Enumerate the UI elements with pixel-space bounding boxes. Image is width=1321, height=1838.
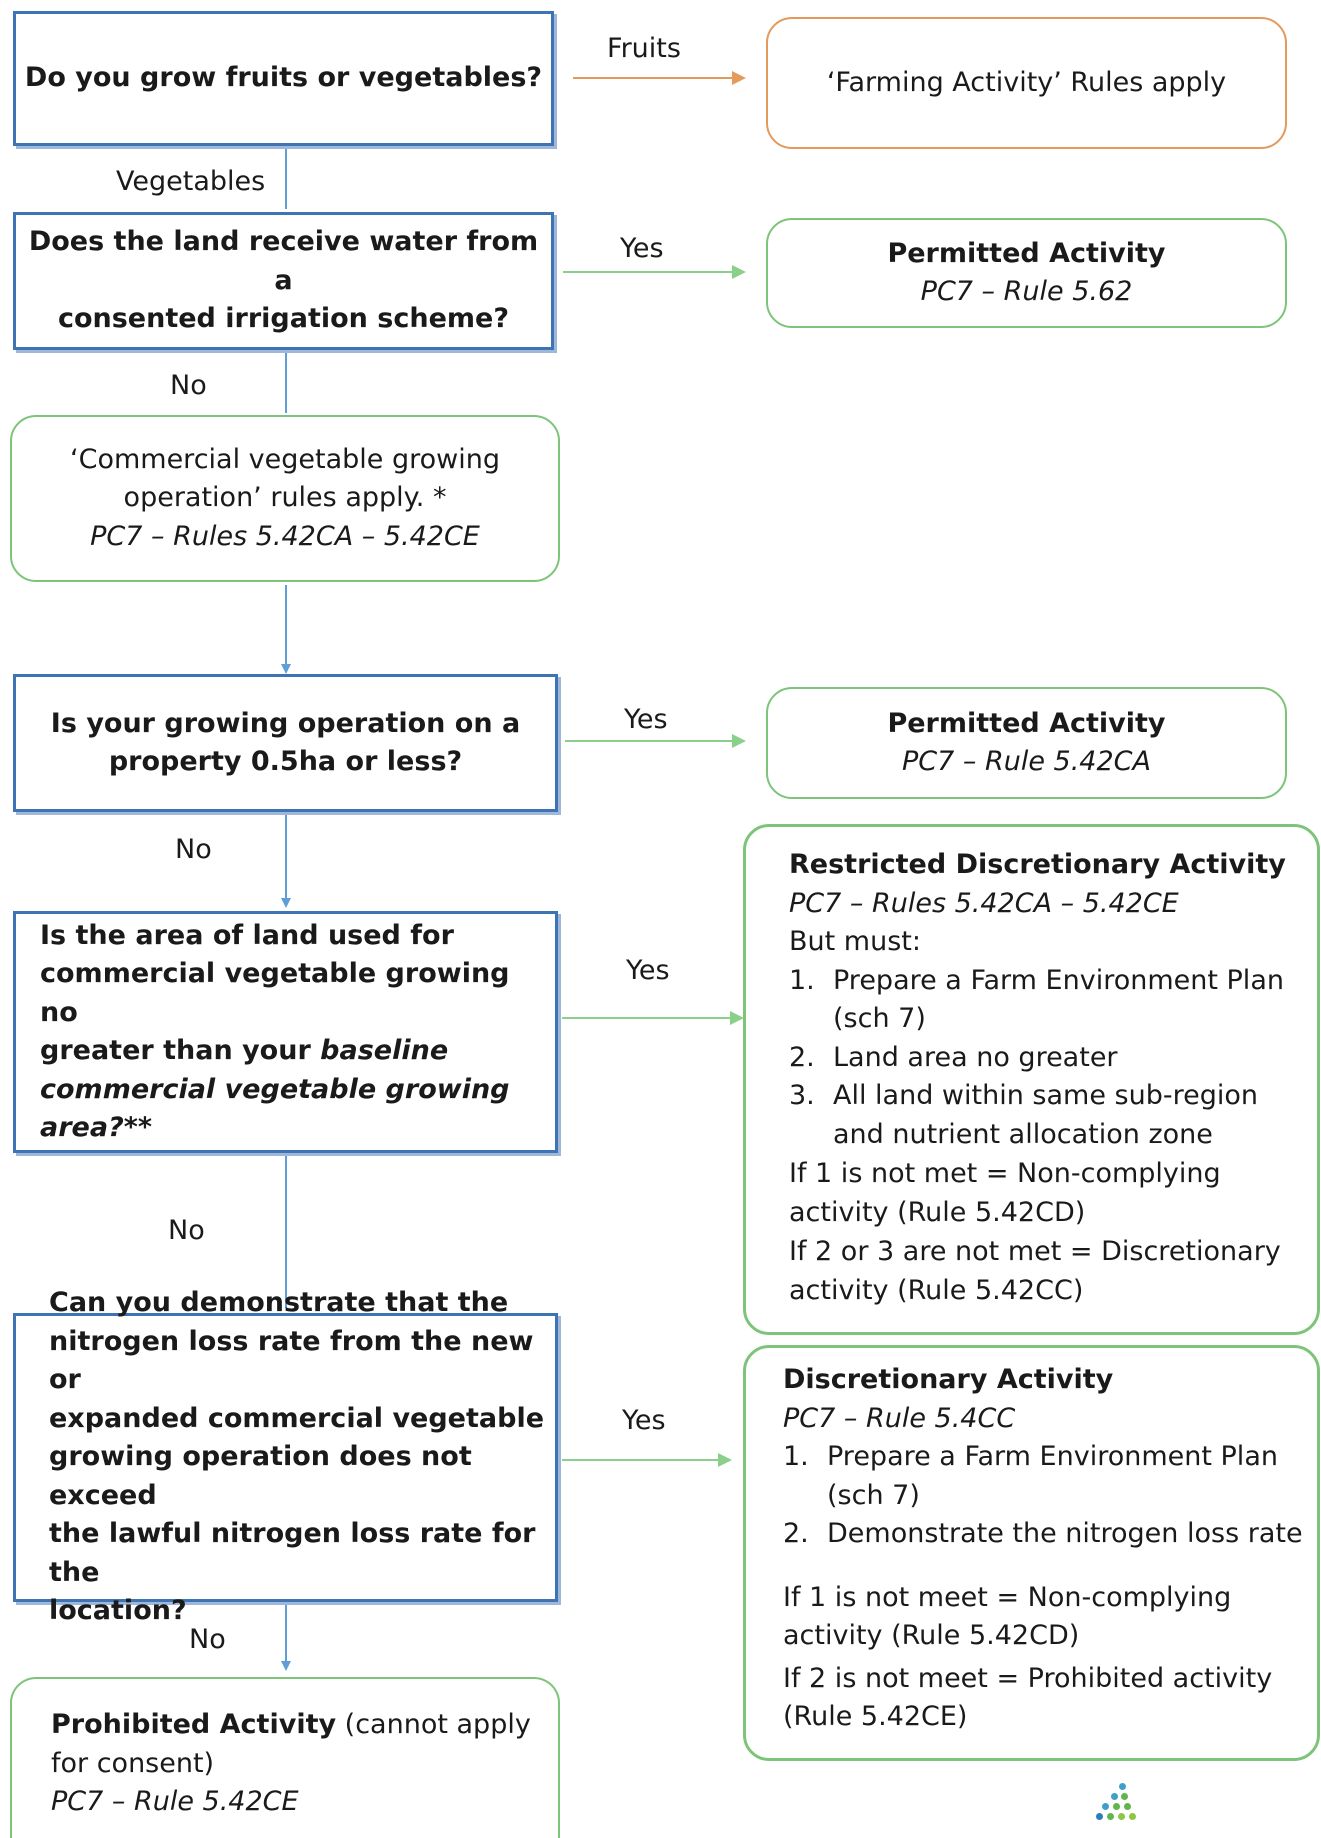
- question-line: area?**: [40, 1112, 152, 1143]
- requirement-item: 3. All land within same sub-region and n…: [789, 1077, 1305, 1154]
- requirement-number: 2.: [789, 1041, 815, 1073]
- outcome-title: Permitted Activity: [887, 237, 1166, 269]
- requirement-number: 1.: [789, 964, 815, 996]
- commercial-rule: PC7 – Rules 5.42CA – 5.42CE: [90, 520, 480, 552]
- question-fruits-or-vegetables: Do you grow fruits or vegetables?: [13, 11, 554, 146]
- note-line: activity (Rule 5.42CD): [789, 1196, 1086, 1228]
- requirement-number: 3.: [789, 1080, 815, 1111]
- q4-yes-label: Yes: [626, 955, 670, 986]
- q3-yes-label: Yes: [624, 704, 668, 735]
- requirement-number: 2.: [783, 1518, 809, 1549]
- q5-yes-label: Yes: [622, 1405, 666, 1436]
- requirement-line: Prepare a Farm Environment Plan: [827, 1441, 1278, 1472]
- question-irrigation-scheme: Does the land receive water from a conse…: [13, 212, 554, 350]
- question-nitrogen-loss: Can you demonstrate that the nitrogen lo…: [13, 1287, 558, 1626]
- requirement-item: 2. Demonstrate the nitrogen loss rate: [783, 1515, 1305, 1554]
- q4-no-label: No: [168, 1215, 205, 1246]
- note-line: activity (Rule 5.42CC): [789, 1274, 1084, 1306]
- question-line: commercial vegetable growing: [40, 1073, 510, 1105]
- question-line: expanded commercial vegetable: [49, 1402, 545, 1434]
- question-line: Is your growing operation on a: [50, 707, 521, 739]
- question-line: property 0.5ha or less?: [108, 746, 463, 777]
- question-line: growing operation does not exceed: [49, 1441, 472, 1511]
- note-line: (Rule 5.42CE): [783, 1701, 968, 1732]
- farming-activity-text: ‘Farming Activity’ Rules apply: [826, 66, 1227, 98]
- question-line-baseline: greater than your baseline: [40, 1032, 555, 1071]
- outcome-rule: PC7 – Rule 5.42CA: [902, 746, 1151, 777]
- vegetables-label: Vegetables: [116, 166, 266, 197]
- q5-no-label: No: [189, 1624, 226, 1655]
- requirement-number: 1.: [783, 1441, 809, 1472]
- outcome-title: Prohibited Activity: [51, 1709, 337, 1740]
- note-line: If 2 is not meet = Prohibited activity: [783, 1662, 1273, 1694]
- requirement-line: All land within same sub-region: [833, 1080, 1258, 1111]
- question-line: Can you demonstrate that the: [49, 1287, 509, 1319]
- note-line: If 1 is not meet = Non-complying: [783, 1581, 1232, 1613]
- outcome-rule: PC7 – Rules 5.42CA – 5.42CE: [789, 887, 1179, 919]
- question-line: commercial vegetable growing no: [40, 958, 510, 1028]
- q2-yes-label: Yes: [620, 233, 664, 264]
- q3-no-label: No: [175, 834, 212, 865]
- question-baseline-area: Is the area of land used for commercial …: [13, 911, 558, 1153]
- outcome-rule: PC7 – Rule 5.62: [920, 276, 1133, 307]
- outcome-title: Discretionary Activity: [783, 1364, 1114, 1395]
- discretionary-activity-box: Discretionary Activity PC7 – Rule 5.4CC …: [743, 1345, 1320, 1761]
- farming-activity-box: ‘Farming Activity’ Rules apply: [766, 17, 1287, 149]
- requirement-item: 1. Prepare a Farm Environment Plan (sch …: [789, 962, 1305, 1039]
- outcome-title-rest: (cannot apply: [336, 1709, 531, 1740]
- requirement-line: Demonstrate the nitrogen loss rate: [827, 1518, 1303, 1549]
- question-line: the lawful nitrogen loss rate for the: [49, 1518, 536, 1588]
- commercial-line: operation’ rules apply. *: [123, 482, 447, 514]
- question-line: nitrogen loss rate from the new or: [49, 1325, 534, 1396]
- but-must-label: But must:: [789, 926, 921, 957]
- question-line: Is the area of land used for: [40, 919, 454, 951]
- note-line: activity (Rule 5.42CD): [783, 1620, 1080, 1651]
- question-property-size: Is your growing operation on a property …: [13, 674, 558, 812]
- question-text: Do you grow fruits or vegetables?: [24, 62, 543, 94]
- permitted-activity-box-1: Permitted Activity PC7 – Rule 5.62: [766, 218, 1287, 328]
- fruits-label: Fruits: [607, 33, 681, 64]
- requirement-line: (sch 7): [833, 1003, 926, 1034]
- permitted-activity-box-2: Permitted Activity PC7 – Rule 5.42CA: [766, 687, 1287, 799]
- requirement-line: and nutrient allocation zone: [833, 1118, 1213, 1150]
- outcome-title: Permitted Activity: [887, 707, 1166, 739]
- baseline-term: baseline: [320, 1035, 449, 1066]
- question-line: location?: [49, 1595, 187, 1627]
- q2-no-label: No: [170, 370, 207, 401]
- prohibited-activity-box: Prohibited Activity (cannot apply for co…: [10, 1677, 560, 1838]
- requirement-item: 2. Land area no greater: [789, 1039, 1305, 1078]
- commercial-rules-box: ‘Commercial vegetable growing operation’…: [10, 415, 560, 582]
- prohibited-title-line: Prohibited Activity (cannot apply: [51, 1706, 558, 1745]
- requirement-item: 1. Prepare a Farm Environment Plan (sch …: [783, 1438, 1305, 1515]
- requirement-line: Land area no greater: [833, 1041, 1118, 1073]
- outcome-rule: PC7 – Rule 5.4CC: [783, 1402, 1016, 1434]
- question-line: Does the land receive water from a: [28, 226, 539, 296]
- prohibited-line: for consent): [51, 1747, 215, 1779]
- requirement-line: Prepare a Farm Environment Plan: [833, 964, 1284, 996]
- note-line: If 1 is not met = Non-complying: [789, 1158, 1221, 1189]
- question-line: consented irrigation scheme?: [57, 303, 510, 335]
- requirement-line: (sch 7): [827, 1479, 920, 1511]
- restricted-discretionary-box: Restricted Discretionary Activity PC7 – …: [743, 824, 1320, 1335]
- outcome-rule: PC7 – Rule 5.42CE: [51, 1786, 299, 1817]
- note-line: If 2 or 3 are not met = Discretionary: [789, 1236, 1281, 1267]
- outcome-title: Restricted Discretionary Activity: [789, 849, 1286, 880]
- question-text: greater than your: [40, 1035, 321, 1066]
- commercial-line: ‘Commercial vegetable growing: [70, 443, 500, 475]
